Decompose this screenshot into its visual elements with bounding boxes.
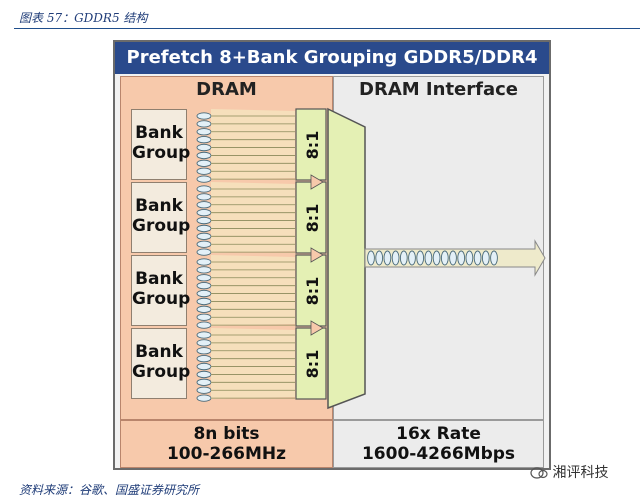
- serial-bead: [416, 250, 425, 266]
- bank-port: [196, 394, 212, 402]
- bank-port: [196, 209, 212, 217]
- mux-join-marker: [310, 320, 324, 336]
- datapath-graphics: 8:1 8:1 8:1 8:1: [196, 107, 546, 410]
- bank-port: [196, 313, 212, 321]
- mux-join-marker: [310, 174, 324, 190]
- datapath-band: [211, 182, 295, 253]
- bank-port: [196, 128, 212, 136]
- watermark-text: 湘评科技: [552, 465, 609, 481]
- serial-bead: [440, 250, 449, 266]
- interface-rate-label: 16x Rate: [396, 424, 481, 444]
- bank-port: [196, 266, 212, 274]
- serial-bead: [490, 250, 498, 266]
- bank-port: [196, 386, 212, 394]
- bank-port: [196, 321, 212, 329]
- bank-port: [196, 378, 212, 386]
- bank-port: [196, 347, 212, 355]
- bank-port: [196, 224, 212, 233]
- datapath-lines: [211, 109, 295, 399]
- bank-port: [196, 232, 212, 240]
- serial-data-beads: [367, 250, 498, 266]
- serial-bead: [432, 250, 441, 266]
- watermark-logo: 湘评科技: [530, 462, 608, 482]
- wechat-icon: [530, 467, 548, 479]
- dram-bits-label: 8n bits: [193, 424, 260, 444]
- mux-ratio-label: 8:1: [303, 350, 322, 379]
- mux-ratio-label: 8:1: [303, 131, 322, 160]
- bank-port: [196, 193, 212, 201]
- bank-port: [196, 185, 212, 193]
- diagram-title: Prefetch 8+Bank Grouping GDDR5/DDR4: [115, 42, 549, 74]
- serial-bead: [375, 250, 384, 266]
- source-caption: 资料来源：谷歌、国盛证券研究所: [19, 483, 200, 497]
- interface-spec-box: 16x Rate 1600-4266Mbps: [333, 420, 544, 468]
- bank-port: [196, 370, 212, 379]
- bank-group-4: Bank Group: [131, 328, 190, 399]
- mux-ratio-label: 8:1: [303, 277, 322, 306]
- bank-port: [196, 248, 212, 256]
- bank-port: [196, 305, 212, 313]
- serial-bead: [399, 250, 408, 266]
- datapath-band: [211, 109, 295, 180]
- mux-ratio-label: 8:1: [303, 204, 322, 233]
- mux-join-marker: [310, 247, 324, 263]
- datapath-band: [211, 328, 295, 399]
- bank-port: [196, 167, 212, 175]
- serial-bead: [465, 250, 474, 266]
- bank-port: [196, 216, 212, 225]
- serial-bead: [367, 250, 375, 266]
- dram-interface-panel: DRAM Interface: [333, 76, 544, 420]
- mux-8-to-1: [295, 254, 327, 327]
- serial-bead: [391, 250, 400, 266]
- bank-port: [196, 297, 212, 306]
- dram-freq-label: 100-266MHz: [166, 444, 287, 464]
- serial-bead: [383, 250, 392, 266]
- bank-port: [196, 201, 212, 209]
- mux-8-to-1: [295, 181, 327, 254]
- mux-column: 8:1 8:1 8:1 8:1: [295, 108, 327, 400]
- bank-port: [196, 143, 212, 152]
- gddr5-diagram: Prefetch 8+Bank Grouping GDDR5/DDR4 DRAM…: [113, 40, 551, 470]
- serial-bead: [449, 250, 457, 266]
- bank-port: [196, 339, 212, 347]
- bank-port: [196, 274, 212, 282]
- interface-mbps-label: 1600-4266Mbps: [361, 444, 516, 464]
- bank-port: [196, 112, 212, 120]
- output-mux-trapezoid: [327, 107, 366, 410]
- bank-port: [196, 151, 212, 160]
- dram-interface-heading: DRAM Interface: [359, 79, 518, 100]
- bank-port: [196, 258, 212, 266]
- bank-port: [196, 240, 212, 248]
- serial-bead: [408, 250, 416, 266]
- dram-spec-box: 8n bits 100-266MHz: [120, 420, 333, 468]
- bank-port: [196, 120, 212, 128]
- datapath-band: [211, 255, 295, 326]
- bank-group-3: Bank Group: [131, 255, 190, 326]
- serial-bead: [424, 250, 433, 266]
- bank-group-2: Bank Group: [131, 182, 190, 253]
- bank-port: [196, 136, 212, 144]
- bank-group-1: Bank Group: [131, 109, 190, 180]
- caption-rule: [14, 28, 640, 29]
- bank-port: [196, 362, 212, 371]
- serial-bead: [481, 250, 490, 266]
- bank-port: [196, 175, 212, 183]
- bank-port: [196, 355, 212, 363]
- serial-bead: [457, 250, 466, 266]
- figure-caption: 图表 57：GDDR5 结构: [19, 11, 148, 25]
- bank-port-column: [196, 112, 212, 402]
- dram-heading: DRAM: [196, 79, 257, 100]
- bank-port: [196, 331, 212, 339]
- bank-port: [196, 159, 212, 167]
- serial-bead: [473, 250, 482, 266]
- bank-port: [196, 282, 212, 290]
- bank-port: [196, 289, 212, 298]
